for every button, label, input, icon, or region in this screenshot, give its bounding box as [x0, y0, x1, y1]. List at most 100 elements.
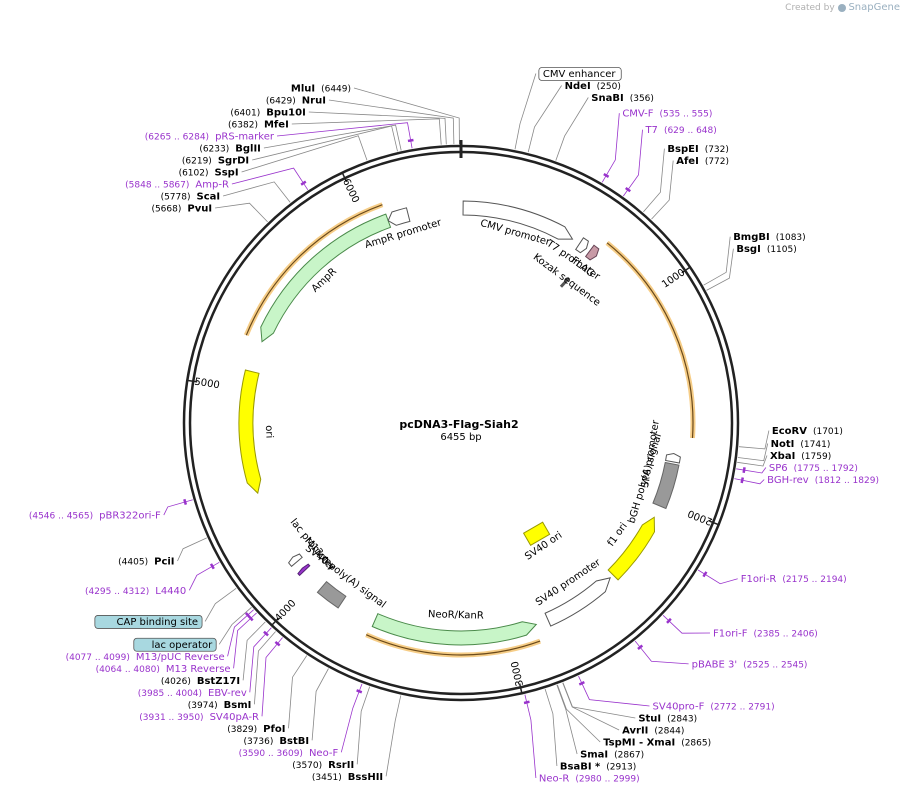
site-label-tspmi-xmai[interactable]: TspMI - XmaI (2865) [603, 738, 711, 749]
feature-sv40-promoter[interactable] [544, 577, 611, 627]
site-label-ndei[interactable]: NdeI(250) [565, 81, 621, 92]
site-label-bspei[interactable]: BspEI(732) [667, 144, 729, 155]
feature-sv40-ori[interactable] [522, 521, 551, 546]
feature-label-lac-promoter: lac promoter [288, 517, 338, 574]
site-label-bmgbi[interactable]: BmgBI(1083) [733, 232, 805, 243]
site-label-snabi[interactable]: SnaBI(356) [591, 93, 654, 104]
leader-xbai [737, 455, 768, 467]
site-label-ecorv[interactable]: EcoRV(1701) [772, 426, 843, 437]
site-position: (2867) [614, 751, 644, 761]
feature-flag[interactable] [584, 244, 600, 261]
feature-box-lac-operator[interactable] [133, 637, 217, 652]
feature-sv40-poly-a-signal[interactable] [316, 580, 347, 609]
site-label-avrii[interactable]: AvrII(2844) [622, 726, 684, 737]
feature-f1-ori[interactable] [607, 516, 656, 581]
primer-label-m13-reverse[interactable]: (4064 .. 4080)M13 Reverse [96, 664, 231, 675]
leader-bglii [263, 124, 402, 151]
feature-m13-rev[interactable] [297, 563, 311, 577]
site-label-pvui[interactable]: (5668)PvuI [151, 204, 212, 215]
site-position: (2913) [606, 763, 636, 773]
primer-name: pBABE 3' [692, 659, 738, 670]
leader-pfoi [288, 655, 308, 729]
primer-position: (4546 .. 4565) [29, 512, 93, 522]
primer-label-f1ori-r[interactable]: F1ori-R(2175 .. 2194) [741, 574, 847, 585]
primer-label-sv40pro-f[interactable]: SV40pro-F(2772 .. 2791) [653, 702, 775, 713]
feature-sp6-promoter[interactable] [665, 452, 681, 464]
primer-label-sv40pa-r[interactable]: (3931 .. 3950)SV40pA-R [139, 712, 259, 723]
primer-label-t7[interactable]: T7(629 .. 648) [644, 125, 716, 136]
site-name: NdeI [565, 81, 591, 92]
site-label-sgrdi[interactable]: (6219)SgrDI [182, 156, 249, 167]
primer-label-neo-f[interactable]: (3590 .. 3609)Neo-F [239, 748, 339, 759]
feature-ampr-promoter[interactable] [387, 207, 411, 226]
tick-label: 2000 [686, 507, 714, 527]
feature-cmv-promoter[interactable] [462, 200, 574, 240]
site-label-bglii[interactable]: (6233) BglII [199, 144, 261, 155]
site-label-nrui[interactable]: (6429)NruI [266, 96, 326, 107]
site-name: TspMI - XmaI [603, 738, 675, 749]
feature-lac-promoter[interactable] [287, 553, 303, 568]
feature-box-cmv-enhancer[interactable] [538, 67, 622, 81]
primer-label-pbabe-3[interactable]: pBABE 3'(2525 .. 2545) [692, 659, 808, 670]
site-label-bsgi[interactable]: BsgI(1105) [736, 244, 796, 255]
feature-bgh-poly-a-signal[interactable] [652, 461, 680, 510]
site-label-sspi[interactable]: (6102)SspI [179, 168, 239, 179]
leader-avrii [562, 682, 620, 731]
site-label-pfoi[interactable]: (3829)PfoI [227, 724, 285, 735]
site-label-pcii[interactable]: (4405)PciI [118, 557, 174, 568]
primer-label-neo-r[interactable]: Neo-R(2980 .. 2999) [539, 774, 640, 785]
site-position: (6233) [199, 145, 229, 155]
feature-t7-promoter[interactable] [574, 237, 589, 254]
primer-label-amp-r[interactable]: (5848 .. 5867)Amp-R [125, 180, 229, 191]
site-position: (2843) [667, 715, 697, 725]
site-label-afei[interactable]: AfeI(772) [676, 156, 729, 167]
primer-label-cmv-f[interactable]: CMV-F(535 .. 555) [622, 109, 712, 120]
feature-kozak-sequence[interactable] [559, 276, 571, 288]
site-label-bpu10i[interactable]: (6401)Bpu10I [230, 108, 305, 119]
primer-name: Amp-R [195, 180, 229, 191]
primer-name: BGH-rev [767, 475, 809, 486]
site-label-bsshii[interactable]: (3451)BssHII [312, 772, 383, 783]
site-label-stui[interactable]: StuI(2843) [638, 714, 697, 725]
site-label-rsrii[interactable]: (3570)RsrII [292, 760, 354, 771]
primer-label-l4440[interactable]: (4295 .. 4312)L4440 [85, 586, 186, 597]
site-label-bstz17i[interactable]: (4026)BstZ17I [161, 676, 240, 687]
primer-label-pbr322ori-f[interactable]: (4546 .. 4565) pBR322ori-F [29, 511, 161, 522]
primer-name: F1ori-F [713, 629, 748, 640]
site-label-bsmi[interactable]: (3974)BsmI [188, 700, 252, 711]
site-label-mlui[interactable]: MluI(6449) [291, 84, 351, 95]
feature-box-label-cap-binding-site: CAP binding site [117, 617, 199, 628]
primer-label-f1ori-f[interactable]: F1ori-F(2385 .. 2406) [713, 629, 818, 640]
site-position: (6382) [228, 121, 258, 131]
primer-label-ebv-rev[interactable]: (3985 .. 4004)EBV-rev [138, 688, 247, 699]
site-label-smai[interactable]: SmaI(2867) [580, 750, 644, 761]
site-position: (6429) [266, 97, 296, 107]
leader-cmv-enhancer [514, 73, 537, 150]
site-name: BmgBI [733, 232, 770, 243]
primer-label-prs-marker[interactable]: (6265 .. 6284)pRS-marker [145, 132, 275, 143]
primer-label-bgh-rev[interactable]: BGH-rev(1812 .. 1829) [767, 475, 879, 486]
site-label-xbai[interactable]: XbaI(1759) [770, 451, 831, 462]
site-label-noti[interactable]: NotI(1741) [771, 439, 831, 450]
leader-nrui [328, 99, 455, 145]
site-position: (6102) [179, 169, 209, 179]
feature-box-cap-binding-site[interactable] [94, 615, 203, 629]
site-name: BglII [235, 144, 261, 155]
site-label-bsabi[interactable]: BsaBI *(2913) [560, 762, 636, 773]
leader-smai [556, 684, 578, 755]
feature-ori[interactable] [238, 369, 262, 495]
primer-label-sp6[interactable]: SP6(1775 .. 1792) [769, 463, 858, 474]
leader-ndei [527, 85, 562, 153]
primer-mark-sv40pa-r [274, 640, 281, 647]
site-label-scai[interactable]: (5778)ScaI [161, 192, 221, 203]
site-name: RsrII [328, 760, 354, 771]
site-label-bstbi[interactable]: (3736)BstBI [243, 736, 309, 747]
feature-neor-kanr[interactable] [371, 612, 538, 646]
site-name: PvuI [187, 204, 212, 215]
tick-mark [518, 683, 523, 695]
site-label-mfei[interactable]: (6382)MfeI [228, 120, 289, 131]
primer-label-m13-puc-reverse[interactable]: (4077 .. 4099)M13/pUC Reverse [66, 652, 225, 663]
primer-name: pBR322ori-F [99, 511, 161, 522]
site-position: (2865) [681, 739, 711, 749]
